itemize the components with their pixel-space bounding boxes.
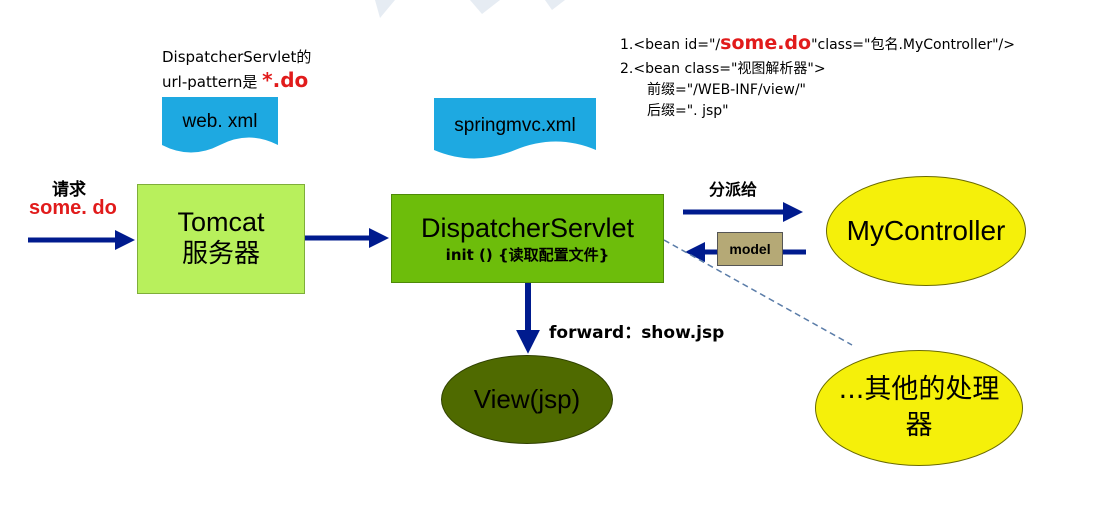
model-box: model bbox=[717, 232, 783, 266]
forward-label: forward：show.jsp bbox=[549, 323, 725, 343]
springmvc-xml-doc: springmvc.xml bbox=[434, 115, 596, 137]
dispatch-label: 分派给 bbox=[709, 180, 758, 199]
bean-config-line3: 前缀="/WEB-INF/view/" bbox=[647, 82, 806, 98]
other-handlers-ellipse: ...其他的处理器 bbox=[815, 350, 1023, 466]
other-handlers-label: ...其他的处理器 bbox=[838, 374, 1000, 441]
request-label: 请求 bbox=[52, 180, 86, 200]
dashed-connector bbox=[663, 239, 853, 346]
url-pattern-label: url-pattern是 bbox=[162, 73, 263, 91]
model-label: model bbox=[729, 241, 771, 257]
dispatcher-note-line1: DispatcherServlet的 bbox=[162, 48, 312, 66]
my-controller-label: MyController bbox=[846, 215, 1006, 246]
view-jsp-ellipse: View(jsp) bbox=[441, 355, 613, 444]
bean-config-line4: 后缀=". jsp" bbox=[647, 103, 729, 119]
dispatcher-note-line2: url-pattern是 *.do bbox=[162, 68, 308, 92]
dispatcher-subtitle: init () {读取配置文件} bbox=[445, 245, 610, 264]
dispatcher-title: DispatcherServlet bbox=[420, 212, 635, 243]
springmvc-xml-label: springmvc.xml bbox=[454, 115, 576, 136]
dispatcher-servlet-box: DispatcherServlet init () {读取配置文件} bbox=[391, 194, 664, 283]
tomcat-server-box: Tomcat 服务器 bbox=[137, 184, 305, 294]
web-xml-doc: web. xml bbox=[162, 111, 278, 133]
bean-line1-suffix: "class="包名.MyController"/> bbox=[811, 37, 1016, 53]
springmvc-xml-doc-shape bbox=[434, 98, 596, 159]
tomcat-subtitle: 服务器 bbox=[181, 239, 260, 269]
url-pattern-value: *.do bbox=[262, 68, 309, 92]
top-decoration bbox=[375, 0, 565, 18]
bean-config-line2: 2.<bean class="视图解析器"> bbox=[620, 61, 826, 77]
bean-config-line1: 1.<bean id="/some.do"class="包名.MyControl… bbox=[620, 32, 1015, 54]
web-xml-doc-shape bbox=[162, 97, 278, 153]
bean-line1-prefix: 1.<bean id="/ bbox=[620, 37, 721, 53]
tomcat-title: Tomcat bbox=[177, 207, 265, 237]
bean-line1-highlight: some.do bbox=[720, 32, 812, 54]
web-xml-label: web. xml bbox=[182, 111, 258, 132]
request-url: some. do bbox=[29, 197, 117, 219]
view-label: View(jsp) bbox=[473, 384, 581, 414]
my-controller-ellipse: MyController bbox=[826, 176, 1026, 286]
